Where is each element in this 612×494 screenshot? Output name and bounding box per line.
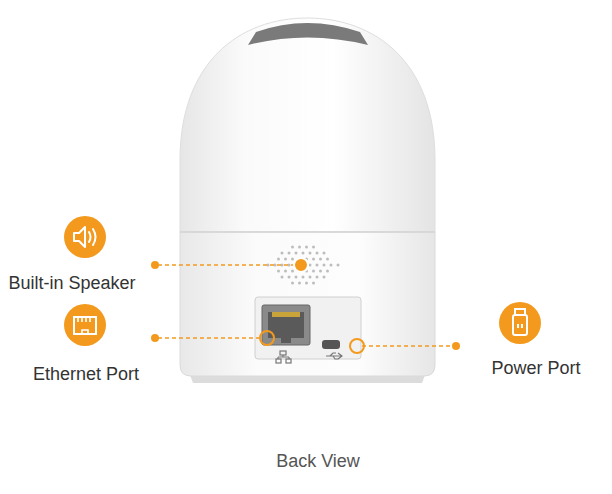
speaker-hole: [326, 258, 329, 261]
speaker-hole: [312, 270, 315, 273]
speaker-hole: [288, 276, 291, 279]
speaker-hole: [277, 270, 280, 273]
speaker-hole: [323, 276, 326, 279]
camera-base: [180, 232, 435, 376]
speaker-hole: [319, 270, 322, 273]
speaker-hole: [277, 258, 280, 261]
speaker-hole: [316, 252, 319, 255]
speaker-hole: [288, 252, 291, 255]
speaker-hole: [319, 258, 322, 261]
leader-lines: [158, 265, 452, 346]
speaker-hole: [312, 258, 315, 261]
callout-label: Power Port: [491, 357, 580, 379]
speaker-hole: [312, 282, 315, 285]
speaker-hole: [302, 252, 305, 255]
speaker-hole: [291, 282, 294, 285]
speaker-hole: [312, 246, 315, 249]
speaker-hole: [309, 252, 312, 255]
usb-socket: [322, 340, 340, 349]
speaker-hole: [298, 282, 301, 285]
speaker-callout-icon: [64, 216, 106, 258]
speaker-hole: [316, 264, 319, 267]
seam-line: [180, 231, 435, 233]
callout-label: Built-in Speaker: [8, 272, 135, 294]
callout-label: Ethernet Port: [33, 363, 139, 385]
speaker-hole: [326, 270, 329, 273]
speaker-hole: [281, 276, 284, 279]
lens-cap: [248, 23, 368, 45]
ethernet-symbol: [276, 351, 291, 363]
ethernet-tab: [281, 338, 291, 343]
power-callout-icon: [499, 302, 541, 344]
usb-symbol: [326, 353, 342, 359]
ethernet-pins: [272, 312, 300, 317]
camera-dome: [180, 18, 435, 232]
speaker-hole: [337, 264, 340, 267]
ethernet-callout-icon: [64, 304, 106, 346]
speaker-hole: [302, 276, 305, 279]
speaker-hole: [295, 252, 298, 255]
ethernet-socket: [262, 305, 310, 345]
speaker-hole: [316, 276, 319, 279]
speaker-hole: [291, 270, 294, 273]
speaker-hole: [323, 264, 326, 267]
leader-dots: [151, 258, 460, 353]
view-caption: Back View: [276, 450, 360, 472]
speaker-hole: [305, 282, 308, 285]
speaker-hole: [323, 252, 326, 255]
port-recess: [255, 297, 361, 359]
speaker-hole: [281, 252, 284, 255]
speaker-hole: [309, 276, 312, 279]
speaker-hole: [298, 246, 301, 249]
speaker-hole: [305, 246, 308, 249]
speaker-hole: [330, 264, 333, 267]
speaker-hole: [295, 276, 298, 279]
speaker-hole: [284, 258, 287, 261]
speaker-hole: [291, 258, 294, 261]
speaker-hole: [291, 246, 294, 249]
speaker-hole: [284, 270, 287, 273]
